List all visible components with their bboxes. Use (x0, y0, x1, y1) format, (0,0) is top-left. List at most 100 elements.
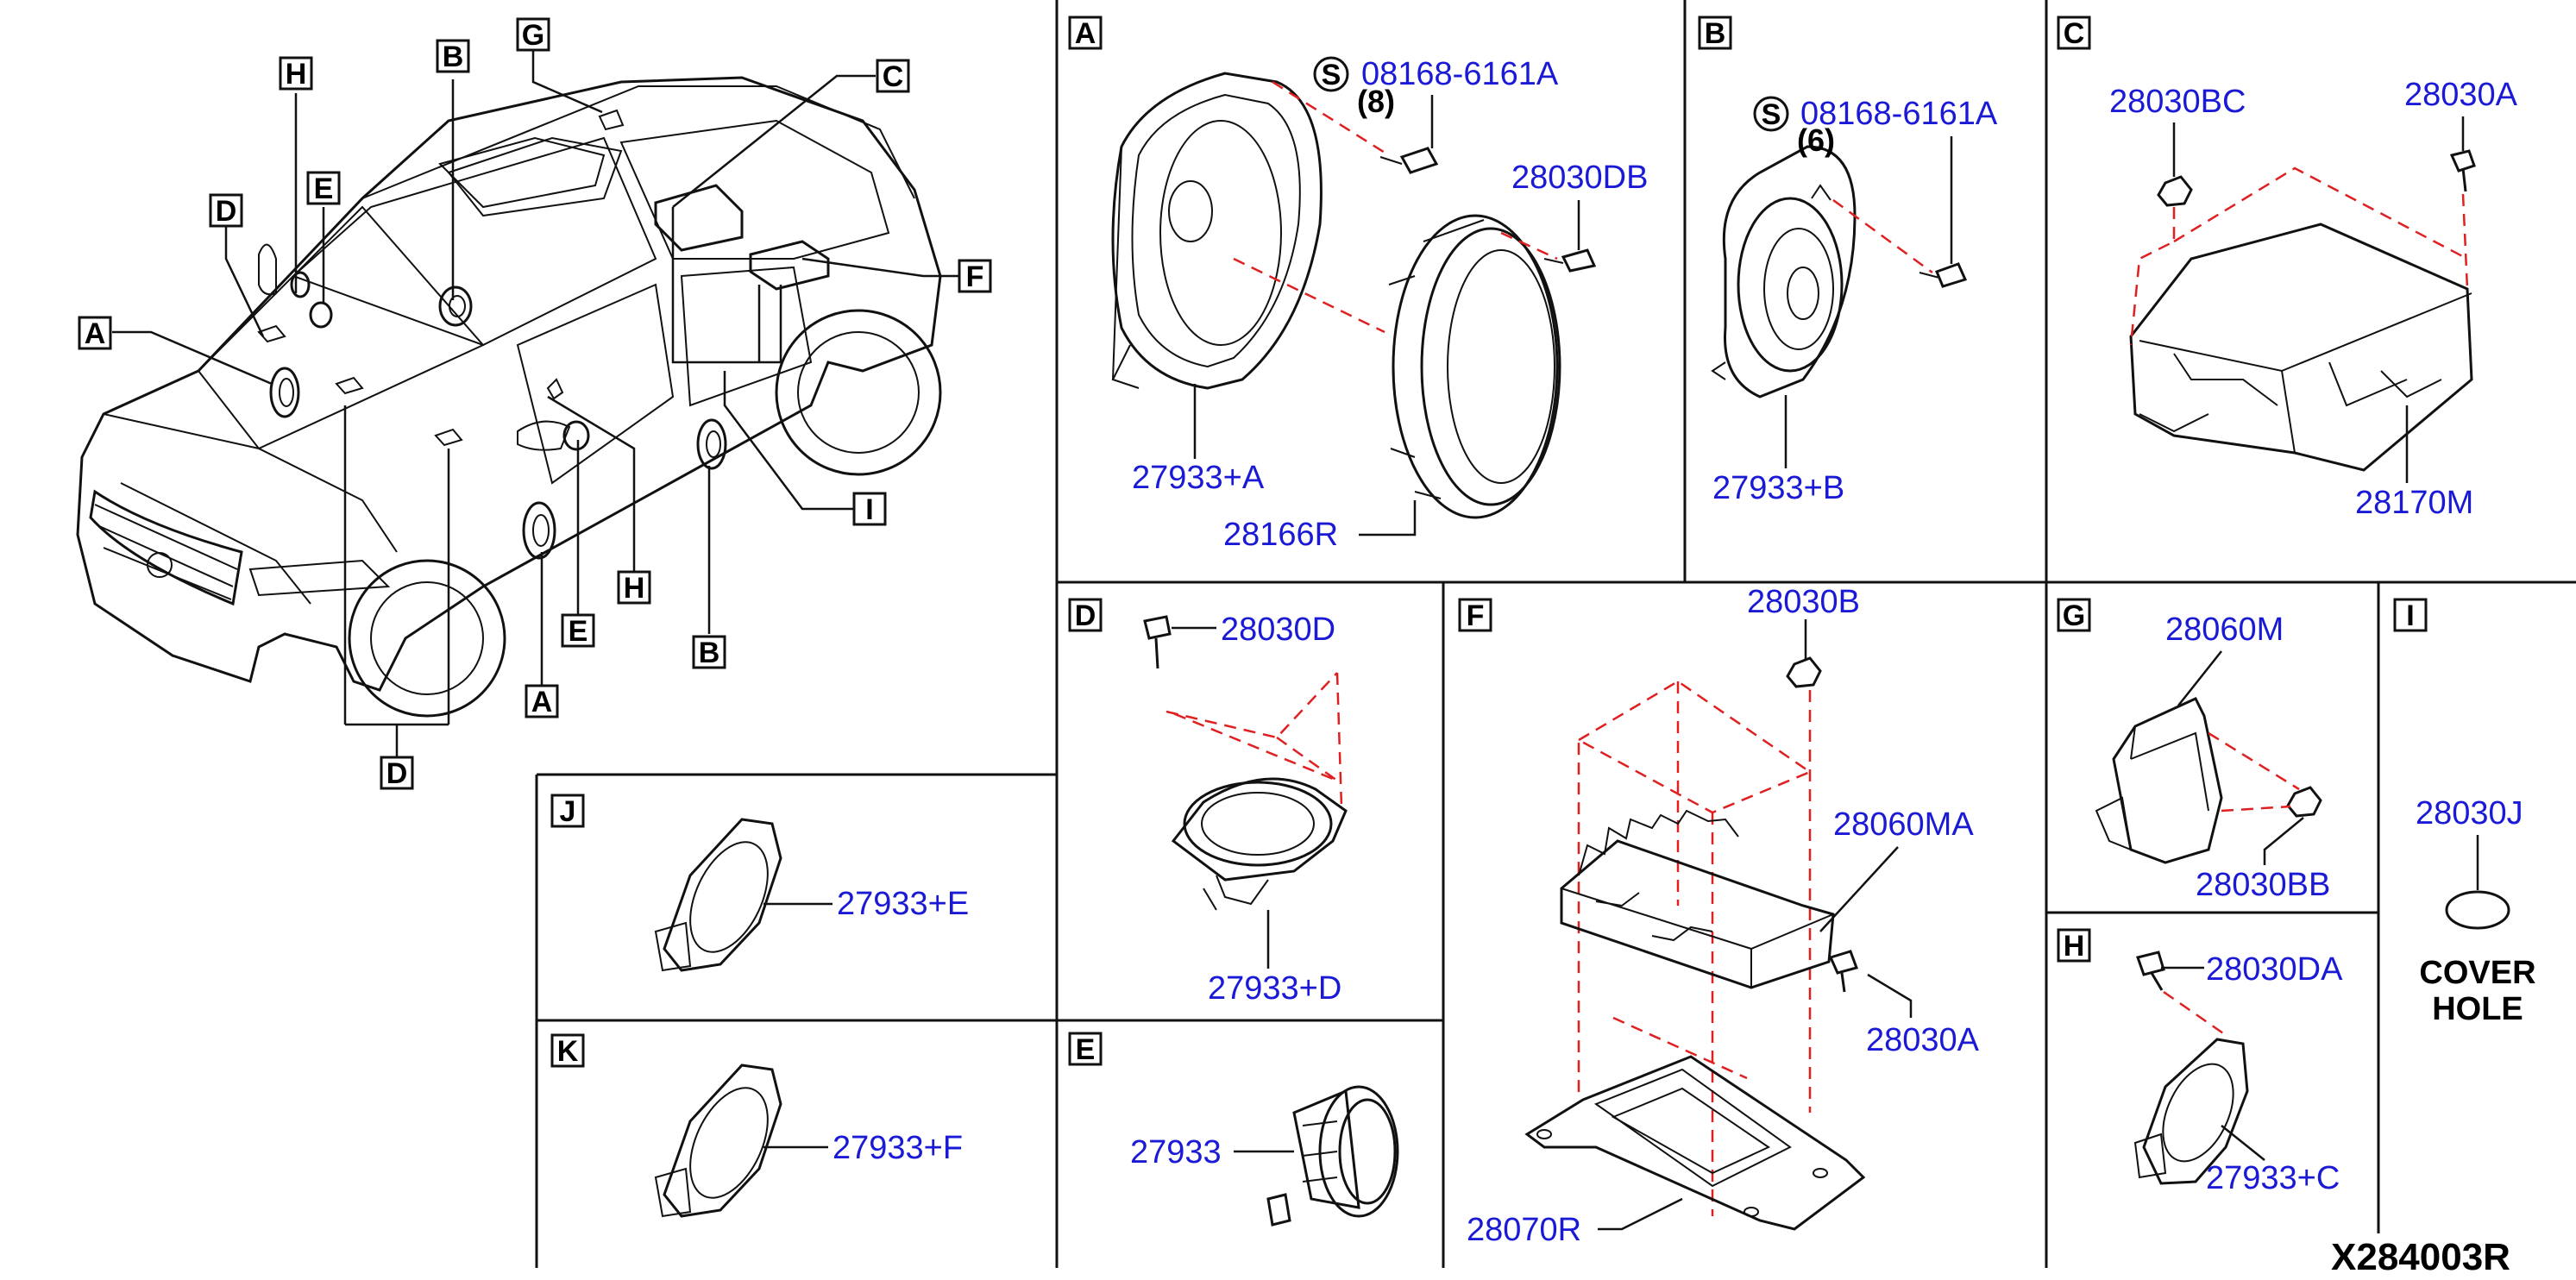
svg-text:27933+B: 27933+B (1712, 470, 1844, 506)
screw-icon (1543, 248, 1597, 273)
nut-icon (2157, 175, 2193, 207)
svg-text:28030B: 28030B (1747, 584, 1860, 620)
svg-text:28166R: 28166R (1223, 517, 1338, 553)
svg-text:I: I (865, 493, 873, 526)
svg-text:27933+C: 27933+C (2206, 1160, 2340, 1196)
svg-text:27933+D: 27933+D (1208, 970, 1341, 1007)
svg-text:28030A: 28030A (2404, 77, 2518, 113)
speaker-rear-door-right (696, 418, 727, 470)
section-E: E 27933 (1068, 1032, 1399, 1227)
overview-callouts: A B C D E F G H I A B D E H (78, 17, 992, 790)
svg-text:K: K (557, 1035, 579, 1068)
callout-I: I (852, 492, 887, 526)
svg-text:F: F (1467, 599, 1485, 632)
callout-H-top: H (279, 56, 313, 91)
svg-text:S: S (1322, 59, 1341, 91)
callout-G: G (516, 17, 550, 52)
svg-text:27933: 27933 (1130, 1134, 1222, 1170)
callout-E-top: E (306, 171, 341, 205)
vehicle-overview (76, 76, 942, 718)
svg-text:E: E (1076, 1033, 1096, 1066)
callout-E-bottom: E (561, 613, 595, 648)
svg-text:G: G (2063, 599, 2085, 632)
svg-text:B: B (443, 41, 464, 73)
bolt-icon (2136, 951, 2165, 991)
svg-text:C: C (2064, 17, 2085, 50)
callout-C: C (876, 59, 910, 93)
svg-text:28030J: 28030J (2416, 795, 2523, 831)
callout-B-bottom: B (692, 635, 726, 669)
speaker-tweeter-right (562, 420, 590, 451)
callout-B-top: B (436, 39, 470, 73)
svg-text:27933+E: 27933+E (837, 886, 969, 922)
callout-A-left: A (78, 316, 112, 350)
bolt-icon (1143, 615, 1172, 669)
section-K: K 27933+F (550, 1033, 963, 1218)
svg-text:E: E (569, 615, 588, 648)
section-F: F 28030B 28060MA 28030A 28070R (1458, 584, 1980, 1248)
svg-text:B: B (1705, 17, 1726, 50)
speaker-front-door-left (269, 367, 300, 418)
bolt-icon (2449, 149, 2476, 192)
speaker-rear-door-left (438, 285, 473, 327)
callout-A-bottom: A (525, 684, 559, 718)
bolt-icon (1828, 950, 1858, 993)
amplifier-f-overview (749, 240, 830, 291)
section-I: I 28030J COVER HOLE (2393, 598, 2536, 1027)
svg-text:28030DB: 28030DB (1511, 160, 1648, 196)
svg-text:(6): (6) (1797, 122, 1835, 158)
svg-text:A: A (85, 317, 106, 350)
svg-text:E: E (314, 173, 334, 205)
svg-text:28060M: 28060M (2165, 612, 2284, 648)
svg-text:H: H (624, 572, 645, 605)
cover-hole-icon (2445, 890, 2510, 930)
nut-icon (2286, 786, 2322, 818)
module-g-overview (598, 109, 625, 131)
svg-text:28030A: 28030A (1866, 1022, 1980, 1058)
svg-text:H: H (286, 58, 307, 91)
overview-leaders (112, 49, 959, 757)
svg-text:28060MA: 28060MA (1833, 806, 1974, 843)
section-D: D 28030D 27933+D (1068, 598, 1348, 1007)
screw-icon (1379, 147, 1439, 174)
speaker-front-door-right (522, 501, 556, 560)
speaker-dash-center (257, 324, 463, 447)
section-A: A S 08168-6161A (8) 28030DB 27933+A 2816… (1068, 16, 1648, 553)
panel-grid (535, 0, 2576, 1268)
svg-text:28170M: 28170M (2355, 485, 2473, 521)
svg-text:08168-6161A: 08168-6161A (1800, 96, 1998, 132)
svg-text:G: G (522, 19, 544, 52)
svg-text:S: S (1762, 98, 1781, 131)
svg-text:D: D (1075, 599, 1096, 632)
section-B: B S 08168-6161A (6) 27933+B (1698, 16, 1998, 506)
svg-text:08168-6161A: 08168-6161A (1361, 56, 1559, 92)
svg-text:27933+A: 27933+A (1132, 460, 1265, 496)
svg-text:COVER: COVER (2419, 955, 2535, 991)
svg-text:D: D (216, 195, 237, 228)
section-G: G 28060M 28030BB (2057, 598, 2330, 903)
speaker-tweeter-left (309, 301, 333, 329)
section-J: J 27933+E (550, 794, 969, 972)
svg-text:I: I (2406, 599, 2414, 632)
svg-text:A: A (531, 686, 553, 718)
svg-text:HOLE: HOLE (2432, 991, 2523, 1027)
nut-icon (1786, 656, 1822, 688)
callout-D-bottom: D (380, 756, 414, 790)
svg-text:28030DA: 28030DA (2206, 951, 2343, 988)
callout-F: F (958, 259, 992, 293)
svg-text:D: D (386, 757, 408, 790)
svg-text:J: J (560, 795, 576, 828)
svg-text:(8): (8) (1357, 84, 1395, 119)
svg-text:28070R: 28070R (1467, 1212, 1581, 1248)
section-H: H 28030DA 27933+C (2057, 928, 2343, 1196)
svg-text:A: A (1075, 17, 1096, 50)
amplifier-c-overview (654, 184, 744, 252)
svg-text:C: C (883, 60, 904, 93)
callout-D-top: D (209, 193, 243, 228)
screw-icon (1919, 262, 1968, 288)
svg-text:F: F (966, 260, 984, 293)
callout-H-bottom: H (617, 570, 651, 605)
diagram-code: X284003R (2331, 1236, 2510, 1278)
speaker-pillar-h (290, 271, 564, 400)
